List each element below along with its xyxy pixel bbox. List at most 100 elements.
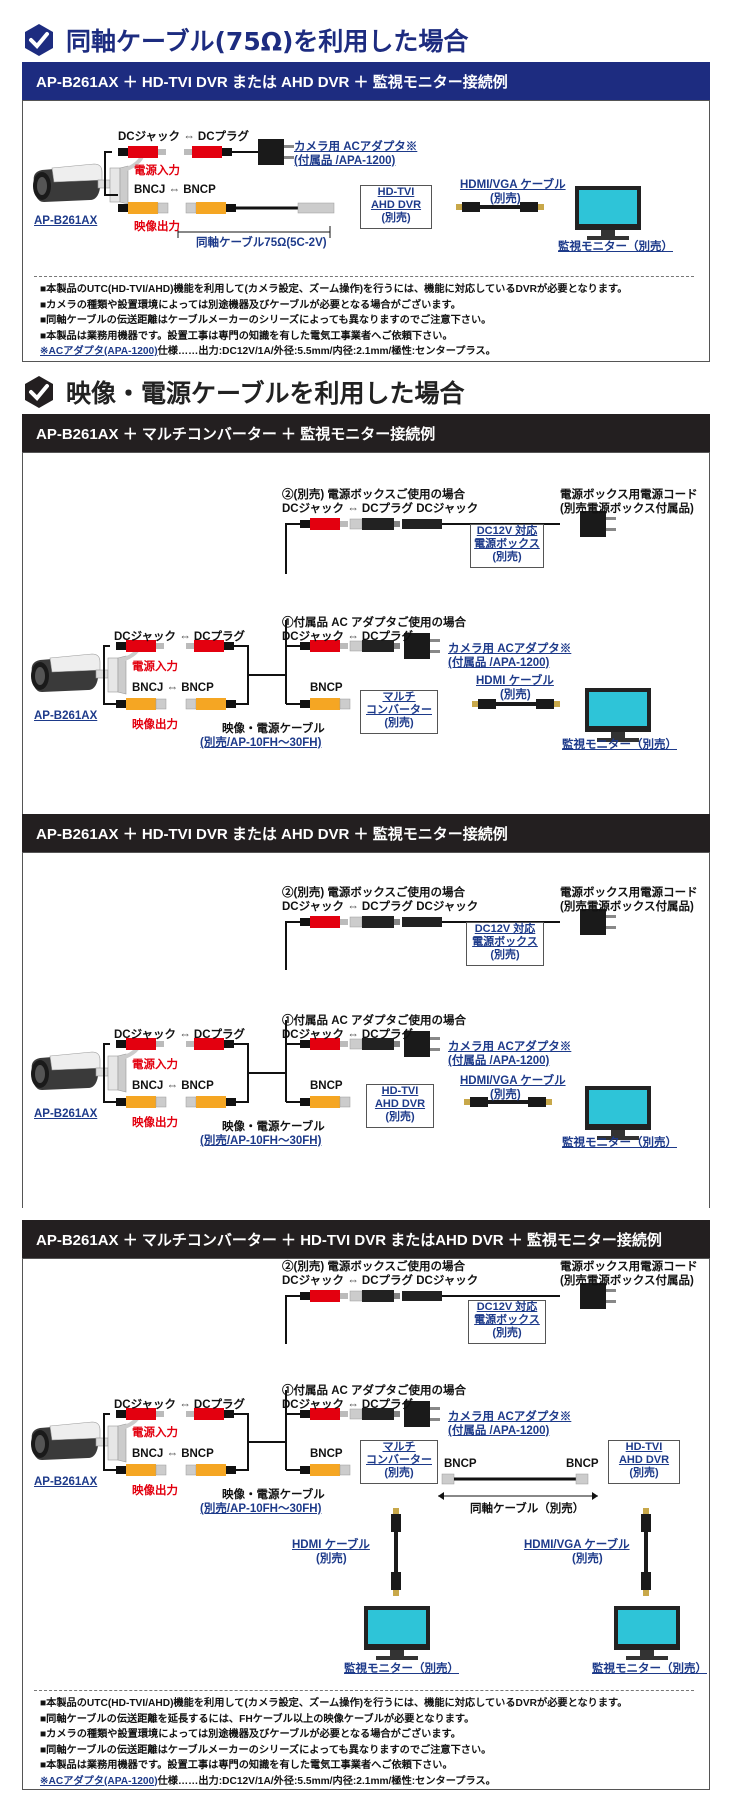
b-opt2-sub: DCジャック ⇔ DCプラグ DCジャック (282, 901, 479, 913)
c-opt1-sub: DCジャック ⇔ DCプラグ (282, 1399, 414, 1411)
b-opt1: ①付属品 AC アダプタご使用の場合 (282, 1015, 466, 1027)
s1-bncj (117, 201, 169, 215)
c-opt2: ②(別売) 電源ボックスご使用の場合 (282, 1261, 466, 1273)
a-video-out: 映像出力 (132, 719, 178, 731)
b-adapter-l2: (付属品 /APA-1200) (448, 1055, 550, 1067)
a-hdmi-l1: HDMI ケーブル (476, 675, 554, 687)
a-bnc-label: BNCJ ⇔ BNCP (132, 682, 214, 694)
diagram-bar-c: AP-B261AX ＋ マルチコンバーター ＋ HD-TVI DVR またはAH… (22, 1220, 710, 1258)
c-cable-l1: 映像・電源ケーブル (222, 1489, 325, 1501)
c-bncp-right: BNCP (566, 1458, 599, 1470)
s1-hdmi-l1: HDMI/VGA ケーブル (460, 179, 566, 191)
b-monitor-label: 監視モニター（別売） (562, 1137, 677, 1149)
b-cable-l2: (別売/AP-10FH～30FH) (200, 1135, 322, 1147)
a-cable-l1: 映像・電源ケーブル (222, 723, 325, 735)
diagram-frame-c (22, 1258, 710, 1790)
a-opt2-sub: DCジャック ⇔ DCプラグ DCジャック (282, 503, 479, 515)
b-psu-box: DC12V 対応電源ボックス(別売) (466, 922, 544, 966)
c-bncp-mid: BNCP (444, 1458, 477, 1470)
b-hdmi-l2: (別売) (490, 1089, 521, 1101)
diagram-frame-b (22, 852, 710, 1208)
c-monitor-right-label: 監視モニター（別売） (592, 1663, 707, 1675)
diagC-graphics (29, 1283, 680, 1660)
c-dc-label: DCジャック ⇔ DCプラグ (114, 1399, 246, 1411)
divider (34, 276, 694, 277)
b-bnc-label: BNCJ ⇔ BNCP (132, 1080, 214, 1092)
a-hdmi-l2: (別売) (500, 689, 531, 701)
adapter-note-link[interactable]: ※ACアダプタ(APA-1200) (40, 346, 158, 357)
s1-monitor-label: 監視モニター（別売） (558, 241, 673, 253)
c-camera-label[interactable]: AP-B261AX (34, 1476, 98, 1488)
a-opt1-sub: DCジャック ⇔ DCプラグ (282, 631, 414, 643)
diagram-bar-coax: AP-B261AX ＋ HD-TVI DVR または AHD DVR ＋ 監視モ… (22, 62, 710, 100)
s1-video-out: 映像出力 (134, 221, 180, 233)
s1-camera-graphic (31, 148, 146, 206)
a-adapter-l2: (付属品 /APA-1200) (448, 657, 550, 669)
check-icon (25, 24, 53, 56)
c-adapter-l1: カメラ用 ACアダプタ※ (448, 1411, 572, 1423)
s1-coax-label: 同軸ケーブル75Ω(5C-2V) (196, 237, 327, 249)
a-monitor-label: 監視モニター（別売） (562, 739, 677, 751)
s1-adapter-l2: (付属品 /APA-1200) (294, 155, 396, 167)
b-power-in: 電源入力 (132, 1059, 178, 1071)
c-cord-l2: (別売電源ボックス付属品) (560, 1275, 694, 1287)
diagram-frame-a (22, 452, 710, 814)
s1-dc-plug (184, 146, 232, 158)
divider (34, 1690, 694, 1691)
a-power-in: 電源入力 (132, 661, 178, 673)
c-adapter-l2: (付属品 /APA-1200) (448, 1425, 550, 1437)
adapter-note-link[interactable]: ※ACアダプタ(APA-1200) (40, 1775, 158, 1787)
c-video-out: 映像出力 (132, 1485, 178, 1497)
s1-power-in: 電源入力 (134, 165, 180, 177)
c-opt2-sub: DCジャック ⇔ DCプラグ DCジャック (282, 1275, 479, 1287)
c-psu-box: DC12V 対応電源ボックス(別売) (468, 1300, 546, 1344)
b-dc-label: DCジャック ⇔ DCプラグ (114, 1029, 246, 1041)
c-opt1: ①付属品 AC アダプタご使用の場合 (282, 1385, 466, 1397)
s2-notes: ■本製品のUTC(HD-TVI/AHD)機能を利用して(カメラ設定、ズーム操作)… (40, 1698, 628, 1787)
s1-camera-label[interactable]: AP-B261AX (34, 215, 98, 227)
c-hdmi-left-l2: (別売) (316, 1553, 347, 1565)
a-psu-box: DC12V 対応電源ボックス(別売) (470, 524, 544, 568)
b-video-out: 映像出力 (132, 1117, 178, 1129)
s1-hdmi-l2: (別売) (490, 193, 521, 205)
diagram-bar-a: AP-B261AX ＋ マルチコンバーター ＋ 監視モニター接続例 (22, 414, 710, 452)
s1-adapter-l1: カメラ用 ACアダプタ※ (294, 141, 418, 153)
b-cord-l1: 電源ボックス用電源コード (560, 887, 698, 899)
section-title-cable: 映像・電源ケーブルを利用した場合 (22, 374, 465, 410)
s1-dc-jack (118, 146, 166, 158)
a-cord-l2: (別売電源ボックス付属品) (560, 503, 694, 515)
c-power-in: 電源入力 (132, 1427, 178, 1439)
s1-bncp (185, 201, 237, 215)
c-converter-box: マルチコンバーター(別売) (360, 1440, 438, 1484)
b-camera-label[interactable]: AP-B261AX (34, 1108, 98, 1120)
b-cord-l2: (別売電源ボックス付属品) (560, 901, 694, 913)
a-camera-label[interactable]: AP-B261AX (34, 710, 98, 722)
diagram-frame-coax (22, 100, 710, 362)
s1-monitor (575, 186, 641, 240)
a-cord-l1: 電源ボックス用電源コード (560, 489, 698, 501)
c-monitor-left-label: 監視モニター（別売） (344, 1663, 459, 1675)
a-dc-label: DCジャック ⇔ DCプラグ (114, 631, 246, 643)
s1-notes: ■本製品のUTC(HD-TVI/AHD)機能を利用して(カメラ設定、ズーム操作)… (40, 284, 628, 357)
a-opt1: ①付属品 AC アダプタご使用の場合 (282, 617, 466, 629)
b-opt1-sub: DCジャック ⇔ DCプラグ (282, 1029, 414, 1041)
s1-bnc-label: BNCJ ⇔ BNCP (134, 184, 216, 196)
a-cable-l2: (別売/AP-10FH～30FH) (200, 737, 322, 749)
c-cable-l2: (別売/AP-10FH～30FH) (200, 1503, 322, 1515)
check-icon (25, 376, 53, 408)
c-hdmi-right-l1: HDMI/VGA ケーブル (524, 1539, 630, 1551)
c-cord-l1: 電源ボックス用電源コード (560, 1261, 698, 1273)
b-cable-l1: 映像・電源ケーブル (222, 1121, 325, 1133)
s1-adapter (258, 139, 294, 165)
diagram-bar-b: AP-B261AX ＋ HD-TVI DVR または AHD DVR ＋ 監視モ… (22, 814, 710, 852)
section-title-coax: 同軸ケーブル(75Ω)を利用した場合 (22, 22, 468, 58)
b-bncp: BNCP (310, 1080, 343, 1092)
b-adapter-l1: カメラ用 ACアダプタ※ (448, 1041, 572, 1053)
c-bnc-label: BNCJ ⇔ BNCP (132, 1448, 214, 1460)
s1-dc-label: DCジャック ⇔ DCプラグ (118, 131, 250, 143)
a-opt2: ②(別売) 電源ボックスご使用の場合 (282, 489, 466, 501)
